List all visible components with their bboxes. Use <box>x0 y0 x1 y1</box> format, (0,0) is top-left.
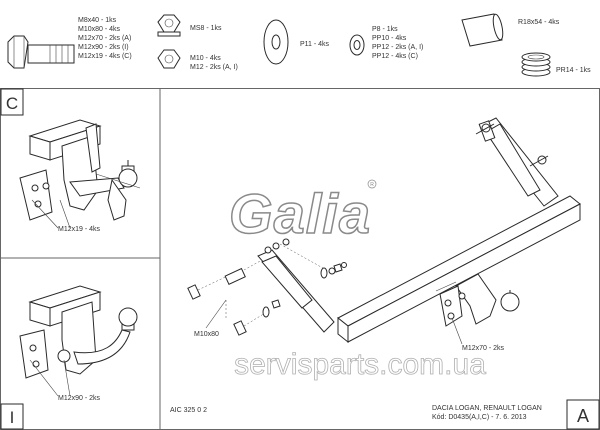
panel-c: C M12x19 - 4ks <box>0 88 141 233</box>
panel-i-bolt-label: M12x90 - 2ks <box>58 395 101 402</box>
panel-c-letter: C <box>6 94 18 113</box>
hex-nut-icon <box>157 49 181 69</box>
exploded-fasteners <box>187 259 343 336</box>
panel-a-letter: A <box>577 406 589 426</box>
galia-logo: Galia R <box>228 179 377 246</box>
washer-spec-4: PP12 - 4ks (C) <box>372 53 418 60</box>
sleeve-spec: R18x54 - 4ks <box>518 19 560 26</box>
panel-a-letter-box <box>566 399 600 430</box>
washer-spec-2: PP10 - 4ks <box>372 35 407 42</box>
spring-icon <box>521 52 551 77</box>
washer-icon <box>349 34 365 56</box>
panel-a-bolt-label-left: M10x80 <box>194 331 219 338</box>
panel-c-letter-box <box>0 88 24 116</box>
lock-nut-icon <box>157 14 181 37</box>
drawing-code: AIC 325 0 2 <box>170 407 207 414</box>
nut-spec-2: M10 - 4ks <box>190 55 221 62</box>
hex-bolt-icon <box>7 35 75 69</box>
bolt-spec-3: M12x70 - 2ks (A) <box>78 35 131 42</box>
panel-a: Galia R <box>170 117 600 430</box>
svg-text:R: R <box>370 182 374 188</box>
washer-spec-1: P8 - 1ks <box>372 26 398 33</box>
spring-spec: PR14 - 1ks <box>556 67 591 74</box>
spacer-sleeve-icon <box>461 13 504 47</box>
towbar-c-illustration <box>19 119 141 229</box>
nut-spec-1: MS8 - 1ks <box>190 25 222 32</box>
plate-washer-icon <box>263 19 289 65</box>
code-line: Kód: D0435(A,I,C) - 7. 6. 2013 <box>432 414 527 421</box>
towbar-i-illustration <box>19 285 138 397</box>
bolt-spec-4: M12x90 - 2ks (I) <box>78 44 129 51</box>
panel-i-letter-box <box>0 403 24 430</box>
bolt-spec-2: M10x80 - 4ks <box>78 26 121 33</box>
galia-logo-text: Galia <box>229 182 371 245</box>
bolt-spec-1: M8x40 - 1ks <box>78 17 117 24</box>
nut-spec-3: M12 - 2ks (A, I) <box>190 64 238 71</box>
parts-list-row: M8x40 - 1ks M10x80 - 4ks M12x70 - 2ks (A… <box>7 13 591 77</box>
bolt-spec-5: M12x19 - 4ks (C) <box>78 53 132 60</box>
vehicle-title: DACIA LOGAN, RENAULT LOGAN <box>432 405 542 412</box>
washer-spec-3: PP12 - 2ks (A, I) <box>372 44 423 51</box>
panel-i: M12x90 - 2ks I <box>0 285 138 430</box>
panel-c-bolt-label: M12x19 - 4ks <box>58 226 101 233</box>
panel-a-bolt-label: M12x70 - 2ks <box>462 345 505 352</box>
towbar-crossbar <box>257 117 581 344</box>
plate-washer-spec: P11 - 4ks <box>300 41 330 48</box>
panel-i-letter: I <box>10 408 15 427</box>
watermark: servisparts.com.ua <box>234 348 486 381</box>
